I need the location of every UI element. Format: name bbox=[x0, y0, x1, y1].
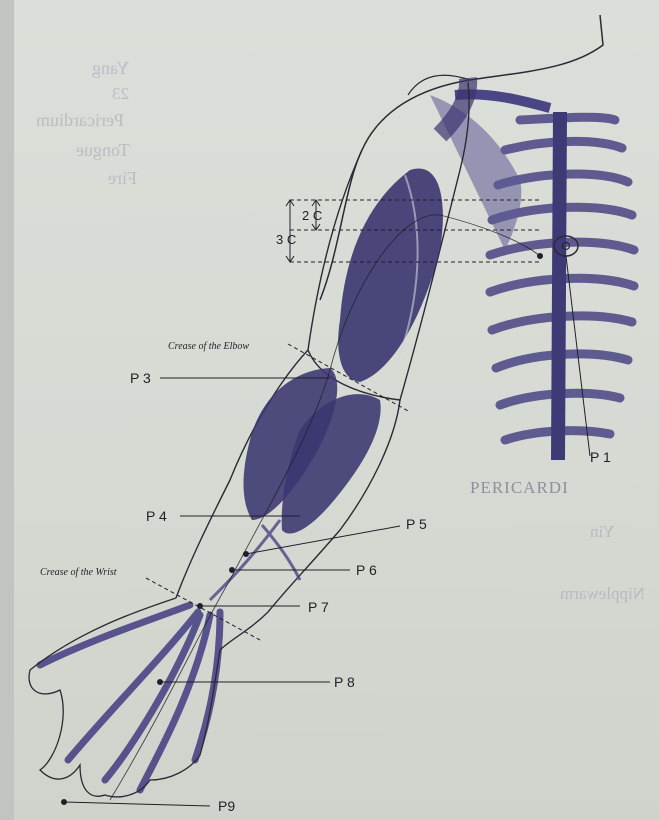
hand bbox=[40, 605, 220, 790]
measure-2c: 2 C bbox=[302, 208, 322, 223]
label-p5: P 5 bbox=[406, 516, 427, 532]
sternum bbox=[558, 112, 560, 460]
measure-3c: 3 C bbox=[276, 232, 296, 247]
label-p3: P 3 bbox=[130, 370, 151, 386]
point-p1-marker bbox=[537, 253, 543, 259]
label-p6: P 6 bbox=[356, 562, 377, 578]
label-p4: P 4 bbox=[146, 508, 167, 524]
label-p1: P 1 bbox=[590, 449, 611, 465]
crease-wrist-label: Crease of the Wrist bbox=[40, 567, 117, 578]
scan-edge bbox=[0, 0, 14, 820]
label-p7: P 7 bbox=[308, 599, 329, 615]
label-p9: P9 bbox=[218, 798, 235, 814]
label-p8: P 8 bbox=[334, 674, 355, 690]
crease-elbow-label: Crease of the Elbow bbox=[168, 341, 249, 352]
